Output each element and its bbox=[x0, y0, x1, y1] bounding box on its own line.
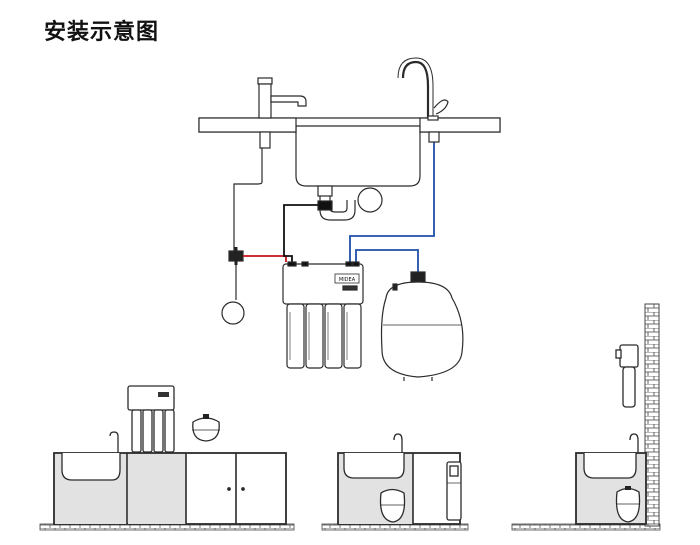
drain-trap bbox=[317, 185, 383, 221]
countertop-right bbox=[419, 117, 501, 133]
faucet-icon bbox=[257, 77, 307, 149]
main-schematic: MIDEA bbox=[198, 57, 501, 381]
ro-unit: MIDEA bbox=[282, 261, 364, 369]
page-title: 安装示意图 bbox=[44, 20, 160, 45]
waste-pipe bbox=[283, 204, 318, 262]
unit-brand-badge: MIDEA bbox=[339, 277, 356, 283]
pure-water-pipe-tank bbox=[355, 249, 419, 276]
inlet-valve-icon bbox=[228, 247, 244, 265]
floor-lines bbox=[39, 523, 661, 531]
angle-valve-ball bbox=[221, 301, 245, 325]
brick-wall bbox=[644, 303, 660, 527]
cold-supply-line bbox=[233, 148, 263, 256]
pressure-tank-icon bbox=[380, 271, 464, 381]
feed-pipe bbox=[243, 255, 287, 262]
scene-under-counter-1 bbox=[53, 385, 287, 525]
gooseneck-faucet-icon bbox=[397, 57, 449, 143]
countertop-left bbox=[198, 117, 297, 133]
sink-bowl bbox=[295, 132, 421, 187]
scene-wall-mounted bbox=[575, 303, 660, 527]
mini-faucet bbox=[109, 431, 119, 453]
sink-basin bbox=[61, 453, 121, 481]
scene-under-counter-2 bbox=[337, 433, 462, 525]
pure-water-pipe-faucet bbox=[349, 132, 435, 262]
